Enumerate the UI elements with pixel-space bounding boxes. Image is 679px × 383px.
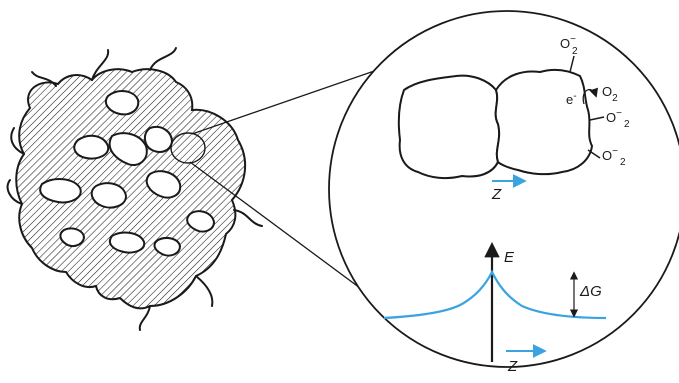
label-oxygen-ion-top: O−2 [560,34,578,57]
cluster-protrusions [6,47,263,331]
delta-g-label: ΔG [579,283,602,300]
z-label-lower: Z [507,358,518,375]
label-oxygen-molecule: O2 [602,84,618,104]
energy-axis-label: E [504,249,515,266]
adsorption-ticks [569,55,605,159]
grain-pair [397,68,593,180]
label-oxygen-ion-low: O−2 [602,146,626,168]
z-label-upper: Z [491,186,502,203]
label-electron: e- [566,91,577,107]
grain-right [494,68,593,176]
grain-cluster [6,47,263,331]
magnified-region-marker [170,132,206,164]
electron-transfer-arrow [582,87,599,105]
cluster-pores [39,90,216,257]
grain-left [397,74,501,180]
energy-barrier-plot: E ΔG Z [383,241,607,375]
magnified-view [328,10,679,368]
energy-barrier-curve [383,269,607,320]
grain-cluster-body [15,68,247,310]
label-oxygen-ion-mid: O−2 [606,108,630,130]
